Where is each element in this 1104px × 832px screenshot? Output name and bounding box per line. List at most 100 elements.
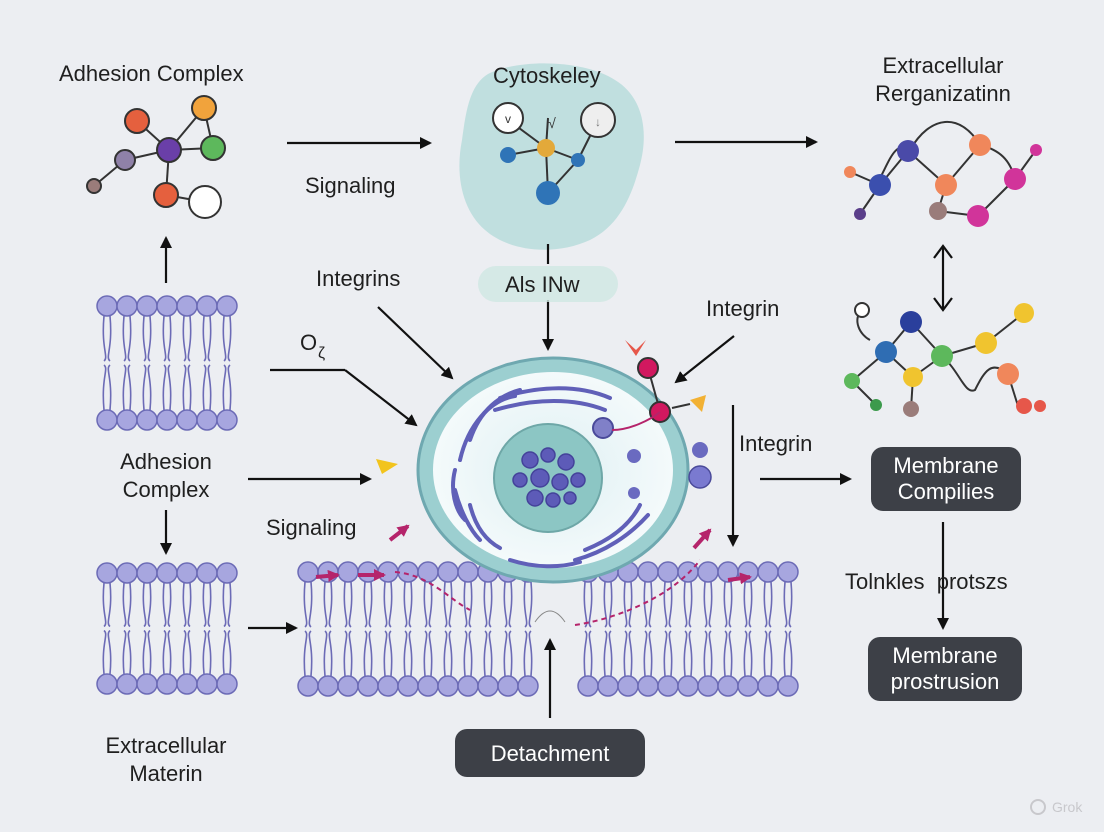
lipid-tail bbox=[463, 581, 473, 677]
lipid-tail bbox=[503, 581, 513, 677]
lipid-head bbox=[337, 675, 359, 697]
lipid-head bbox=[637, 561, 659, 583]
label-membrane-prostrusion-line1: Membrane bbox=[892, 643, 997, 668]
lipid-head bbox=[116, 409, 138, 431]
label-detachment: Detachment bbox=[491, 741, 610, 766]
lipid-head bbox=[156, 562, 178, 584]
lipid-head bbox=[196, 295, 218, 317]
cell-icon bbox=[416, 356, 712, 584]
lipid-head bbox=[96, 562, 118, 584]
lipid-head bbox=[317, 675, 339, 697]
label-extracellular-bottom-line2: Materin bbox=[129, 761, 202, 786]
label-adhesion-complex-top: Adhesion Complex bbox=[59, 61, 244, 86]
lipid-tail bbox=[643, 581, 653, 677]
lipid-tail bbox=[783, 581, 793, 677]
lipid-head bbox=[96, 409, 118, 431]
lipid-head bbox=[657, 675, 679, 697]
arrow-icon bbox=[344, 369, 418, 427]
lipid-head bbox=[737, 675, 759, 697]
lipid-tail bbox=[363, 581, 373, 677]
lipid-head bbox=[457, 561, 479, 583]
lipid-tail bbox=[222, 582, 232, 675]
lipid-head bbox=[96, 295, 118, 317]
lipid-head bbox=[136, 295, 158, 317]
label-integrins: Integrins bbox=[316, 266, 400, 291]
svg-text:√: √ bbox=[548, 115, 556, 131]
lipid-tail bbox=[162, 315, 172, 411]
lipid-head bbox=[176, 409, 198, 431]
arrow-icon bbox=[933, 244, 953, 259]
lipid-tail bbox=[423, 581, 433, 677]
label-adhesion-mid-line1: Adhesion bbox=[120, 449, 212, 474]
lipid-head bbox=[216, 409, 238, 431]
label-adhesion-mid-line2: Complex bbox=[123, 477, 210, 502]
membrane-notch bbox=[534, 610, 566, 623]
lipid-tail bbox=[182, 582, 192, 675]
lipid-head bbox=[357, 675, 379, 697]
lipid-head bbox=[437, 675, 459, 697]
lipid-head bbox=[377, 675, 399, 697]
lipid-bilayer-icon bbox=[297, 561, 539, 697]
magenta-arrows bbox=[315, 524, 752, 626]
lipid-tail bbox=[383, 581, 393, 677]
lipid-tail bbox=[623, 581, 633, 677]
lipid-tail bbox=[583, 581, 593, 677]
lipid-tail bbox=[483, 581, 493, 677]
lipid-head bbox=[176, 673, 198, 695]
detachment-box bbox=[455, 729, 645, 777]
lipid-head bbox=[657, 561, 679, 583]
lipid-head bbox=[597, 675, 619, 697]
lipid-bilayer-icon bbox=[96, 295, 238, 431]
lipid-head bbox=[477, 675, 499, 697]
lipid-head bbox=[437, 561, 459, 583]
lipid-head bbox=[136, 562, 158, 584]
lipid-head bbox=[156, 409, 178, 431]
lipid-head bbox=[96, 673, 118, 695]
label-integrin-right: Integrin bbox=[706, 296, 779, 321]
protein-molecule-network-icon bbox=[844, 302, 1046, 417]
lipid-tail bbox=[763, 581, 773, 677]
lipid-head bbox=[417, 675, 439, 697]
lipid-head bbox=[176, 562, 198, 584]
lipid-tail bbox=[683, 581, 693, 677]
flow-arrows bbox=[160, 136, 953, 718]
lipid-tail bbox=[723, 581, 733, 677]
lipid-head bbox=[457, 675, 479, 697]
lipid-tail bbox=[743, 581, 753, 677]
lipid-head bbox=[116, 295, 138, 317]
lipid-tail bbox=[303, 581, 313, 677]
label-o-sub: ζ bbox=[318, 345, 325, 362]
watermark-grok: Grok bbox=[1052, 799, 1083, 815]
svg-text:v: v bbox=[505, 112, 511, 126]
lipid-tail bbox=[162, 582, 172, 675]
lipid-bilayer-icon bbox=[577, 561, 799, 697]
cytoskeleton-icon: v ↓ √ bbox=[459, 63, 644, 250]
lipid-head bbox=[497, 675, 519, 697]
lipid-head bbox=[116, 673, 138, 695]
lipid-head bbox=[196, 673, 218, 695]
arrow-icon bbox=[933, 297, 953, 312]
lipid-bilayer-icon bbox=[96, 562, 238, 695]
lipid-head bbox=[697, 675, 719, 697]
als-inw-highlight bbox=[478, 266, 618, 302]
lipid-tail bbox=[603, 581, 613, 677]
lipid-head bbox=[216, 295, 238, 317]
lipid-tail bbox=[142, 582, 152, 675]
lipid-tail bbox=[663, 581, 673, 677]
label-o: O bbox=[300, 330, 317, 355]
lipid-tail bbox=[443, 581, 453, 677]
label-tolnkles-protszs: Tolnkles protszs bbox=[845, 569, 1008, 594]
lipid-head bbox=[717, 675, 739, 697]
label-integrin-mid: Integrin bbox=[739, 431, 812, 456]
arrow-icon bbox=[674, 335, 735, 384]
label-membrane-complies-line1: Membrane bbox=[893, 453, 998, 478]
label-membrane-prostrusion-line2: prostrusion bbox=[891, 669, 1000, 694]
lipid-head bbox=[317, 561, 339, 583]
lipid-tail bbox=[403, 581, 413, 677]
lipid-tail bbox=[142, 315, 152, 411]
lipid-head bbox=[196, 562, 218, 584]
membrane-complies-box bbox=[871, 447, 1021, 511]
lipid-head bbox=[637, 675, 659, 697]
lipid-head bbox=[136, 409, 158, 431]
